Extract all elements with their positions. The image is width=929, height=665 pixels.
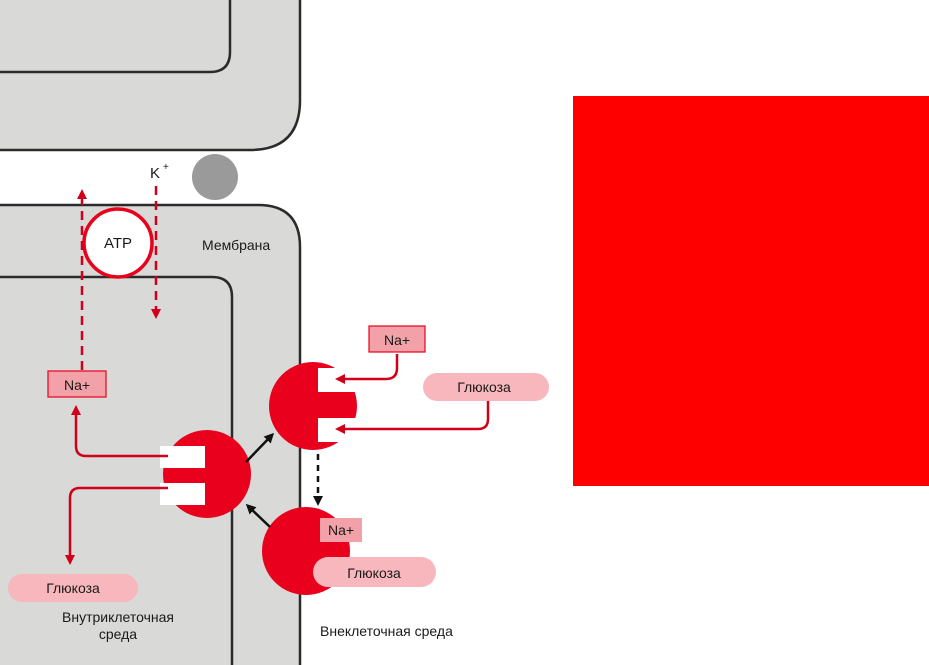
- sodium-release-arrow: [71, 405, 168, 458]
- intracellular-caption-line2: среда: [99, 626, 137, 642]
- potassium-channel-icon: [192, 154, 238, 200]
- red-square: [573, 96, 929, 486]
- transporter-loaded-icon: [262, 507, 436, 595]
- cell-membrane-region: [0, 203, 302, 665]
- sodium-bound-tag: [320, 518, 362, 542]
- upper-cell: [0, 0, 302, 152]
- cycle-arrow-inward-to-outward: [245, 432, 275, 463]
- glucose-extracellular-label: Глюкоза: [457, 379, 511, 395]
- glucose-extracellular-tag: [423, 373, 549, 401]
- sodium-extracellular-label: Na+: [384, 332, 410, 348]
- sodium-extracellular-tag: [368, 325, 426, 353]
- intracellular-caption-line1: Внутриклеточная: [62, 609, 174, 625]
- sodium-bound-label: Na+: [328, 522, 354, 538]
- sodium-intracellular-label: Na+: [64, 377, 90, 393]
- potassium-charge: +: [163, 162, 169, 173]
- glucose-binding-arrow: [335, 401, 490, 434]
- extracellular-caption: Внеклеточная среда: [320, 623, 453, 639]
- transporter-outward-icon: [269, 362, 363, 450]
- glucose-bound-tag: [313, 557, 436, 587]
- glucose-intracellular-label: Глюкоза: [46, 580, 100, 596]
- atp-pump-icon: [82, 207, 154, 279]
- potassium-label: K: [150, 165, 160, 182]
- sodium-intracellular-tag: [47, 370, 107, 398]
- glucose-release-arrow: [65, 486, 168, 565]
- cycle-arrow-loaded-to-inward: [245, 503, 271, 528]
- atp-label: ATP: [104, 235, 132, 252]
- sodium-binding-arrow: [335, 354, 399, 384]
- glucose-intracellular-tag: [8, 574, 138, 602]
- glucose-bound-label: Глюкоза: [347, 565, 401, 581]
- membrane-label: Мембрана: [202, 237, 270, 253]
- transporter-inward-icon: [160, 430, 251, 518]
